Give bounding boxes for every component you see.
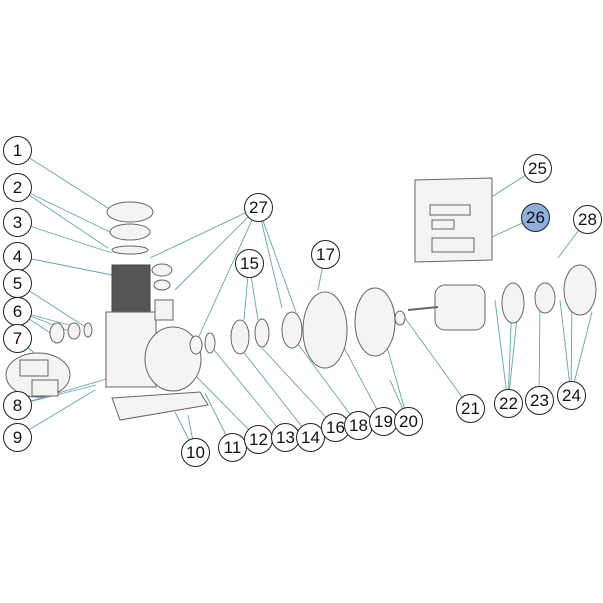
pump-housing [144, 326, 202, 392]
leader-line-27 [149, 206, 259, 259]
pipe-adapter [31, 379, 59, 397]
callout-4[interactable]: 4 [3, 242, 32, 271]
callout-10[interactable]: 10 [181, 438, 210, 467]
callout-15[interactable]: 15 [235, 249, 264, 278]
inlet-union-ring [67, 322, 81, 340]
leader-line-27 [174, 206, 259, 291]
base-foot [111, 391, 209, 421]
callout-7[interactable]: 7 [3, 324, 32, 353]
motor [434, 284, 486, 331]
part-shapes [5, 177, 597, 421]
outlet [154, 299, 174, 321]
callout-11[interactable]: 11 [218, 433, 247, 462]
callout-6[interactable]: 6 [3, 297, 32, 326]
callout-23[interactable]: 23 [525, 386, 554, 415]
callout-20[interactable]: 20 [394, 407, 423, 436]
basket [111, 264, 151, 318]
leader-line-19 [339, 339, 384, 422]
callout-27[interactable]: 27 [244, 193, 273, 222]
callout-22[interactable]: 22 [494, 389, 523, 418]
leader-line-24 [559, 299, 572, 396]
seal-kit-part [429, 204, 471, 216]
seal-kit-part [431, 237, 475, 253]
callout-24[interactable]: 24 [557, 381, 586, 410]
leader-line-2 [16, 186, 111, 233]
pipe-adapter [19, 359, 49, 377]
leader-line-3 [16, 221, 113, 254]
leader-line-27 [257, 206, 283, 309]
callout-17[interactable]: 17 [311, 240, 340, 269]
o-ring [111, 245, 149, 255]
leader-line-27 [194, 206, 259, 346]
callout-25[interactable]: 25 [523, 154, 552, 183]
diffuser-cap [204, 332, 216, 354]
lid [106, 201, 154, 223]
leader-line-13 [209, 344, 286, 438]
callout-3[interactable]: 3 [3, 208, 32, 237]
motor-bracket [354, 287, 396, 357]
fan [534, 282, 556, 314]
leader-line-21 [404, 317, 471, 409]
impeller [254, 318, 270, 348]
leader-line-1 [16, 149, 109, 209]
seal-kit-part [431, 219, 455, 230]
callout-12[interactable]: 12 [244, 425, 273, 454]
callout-9[interactable]: 9 [3, 423, 32, 452]
inlet-o-ring [83, 322, 93, 338]
lid-ring [109, 223, 151, 241]
callout-8[interactable]: 8 [3, 391, 32, 420]
seal-plate [302, 291, 348, 369]
union-nut [151, 263, 173, 277]
gasket [281, 311, 303, 349]
union-ring [153, 279, 171, 291]
callout-5[interactable]: 5 [3, 269, 32, 298]
leader-line-18 [294, 339, 359, 426]
leader-line-23 [538, 304, 541, 401]
leader-line-27 [257, 206, 297, 313]
diffuser [230, 319, 250, 355]
leader-line-24 [570, 299, 573, 396]
callout-28[interactable]: 28 [573, 205, 602, 234]
leader-line-2 [16, 186, 109, 249]
leader-line-16 [261, 347, 336, 428]
rear-bearing-cover [501, 282, 525, 324]
washer [189, 335, 203, 355]
leader-line-22 [494, 299, 509, 404]
callout-21[interactable]: 21 [456, 394, 485, 423]
fan-cover [563, 264, 597, 316]
callout-18[interactable]: 18 [344, 411, 373, 440]
callout-1[interactable]: 1 [3, 136, 32, 165]
motor-shaft [407, 306, 439, 311]
callout-13[interactable]: 13 [271, 423, 300, 452]
leader-line-4 [16, 255, 113, 276]
leader-line-14 [241, 349, 311, 438]
callout-2[interactable]: 2 [3, 173, 32, 202]
callout-26-highlighted[interactable]: 26 [521, 203, 550, 232]
shaft-seal [394, 310, 406, 326]
inlet-union-nut [49, 322, 65, 344]
leader-line-8 [16, 377, 111, 406]
